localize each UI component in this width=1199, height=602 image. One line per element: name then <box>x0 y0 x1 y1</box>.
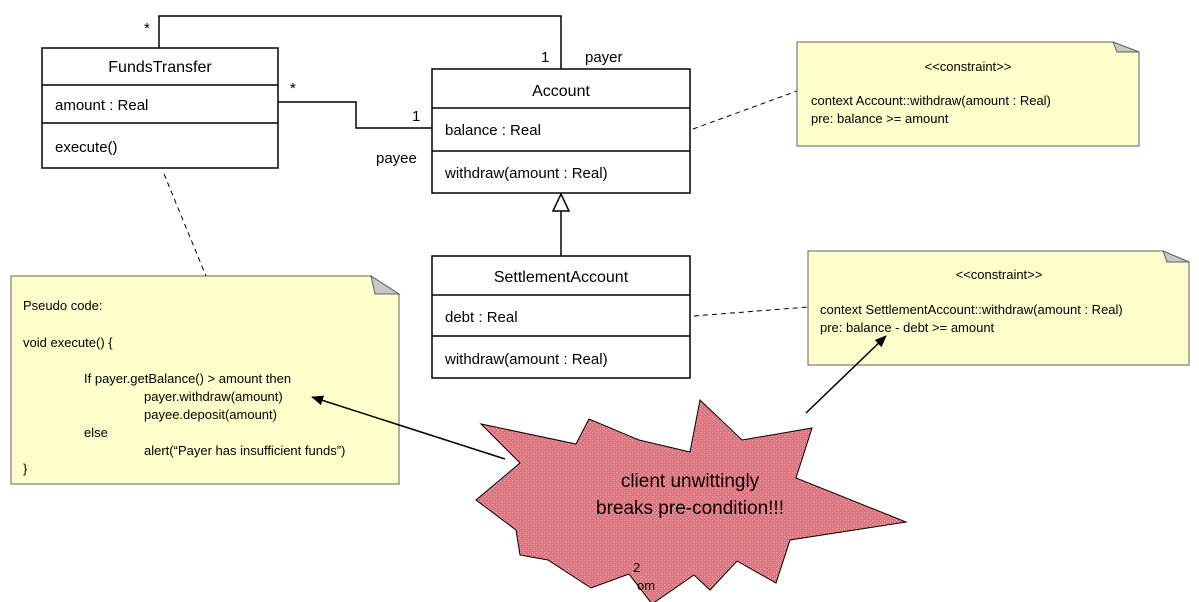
pseudo-code-line: } <box>23 461 28 476</box>
payee-target-multiplicity: 1 <box>412 108 420 125</box>
pseudo-code-line: payer.withdraw(amount) <box>144 389 283 404</box>
note-line: context Account::withdraw(amount : Real) <box>811 93 1051 108</box>
callout-text-line: breaks pre-condition!!! <box>596 498 784 519</box>
class-name: FundsTransfer <box>108 59 212 76</box>
class-attribute: balance : Real <box>445 122 541 139</box>
association-payee: * 1 payee <box>278 80 432 167</box>
arrow-to-pseudo-code <box>311 395 506 460</box>
payer-source-multiplicity: * <box>144 20 150 37</box>
class-name: Account <box>532 83 590 100</box>
class-funds-transfer[interactable]: FundsTransfer amount : Real execute() <box>41 47 279 169</box>
note-line: pre: balance >= amount <box>811 111 949 126</box>
pseudo-code-line: Pseudo code: <box>23 298 103 313</box>
payee-source-multiplicity: * <box>290 80 296 97</box>
class-attribute: debt : Real <box>445 309 518 326</box>
pseudo-code-line: alert(“Payer has insufficient funds”) <box>144 443 345 458</box>
note-account-constraint[interactable]: <<constraint>> context Account::withdraw… <box>796 41 1140 147</box>
class-operation: execute() <box>55 139 118 156</box>
class-settlement-account[interactable]: SettlementAccount debt : Real withdraw(a… <box>431 255 691 379</box>
watermark-fragment: om <box>637 578 655 593</box>
callout-text-line: client unwittingly <box>621 471 760 492</box>
pseudo-code-line: payee.deposit(amount) <box>144 407 277 422</box>
watermark-fragment: 2 <box>633 560 640 575</box>
note-settlement-constraint[interactable]: <<constraint>> context SettlementAccount… <box>807 250 1190 366</box>
note-connector-settlement <box>693 306 809 317</box>
note-line: context SettlementAccount::withdraw(amou… <box>820 302 1123 317</box>
payer-role-label: payer <box>585 49 623 66</box>
pseudo-code-line: else <box>84 425 108 440</box>
callout-burst: client unwittingly breaks pre-condition!… <box>475 399 908 602</box>
association-payer: * 1 payer <box>144 15 623 69</box>
note-stereotype: <<constraint>> <box>956 267 1043 282</box>
class-operation: withdraw(amount : Real) <box>444 351 608 368</box>
payee-role-label: payee <box>376 150 417 167</box>
note-connector-execute <box>163 173 207 277</box>
arrow-to-settlement-note <box>805 335 887 414</box>
note-pseudo-code[interactable]: Pseudo code: void execute() { If payer.g… <box>10 274 401 485</box>
pseudo-code-line: void execute() { <box>23 335 113 350</box>
payer-target-multiplicity: 1 <box>541 49 549 66</box>
class-operation: withdraw(amount : Real) <box>444 165 608 182</box>
note-connector-account <box>692 90 798 130</box>
class-name: SettlementAccount <box>494 269 629 286</box>
note-line: pre: balance - debt >= amount <box>820 320 995 335</box>
class-attribute: amount : Real <box>55 97 148 114</box>
pseudo-code-line: If payer.getBalance() > amount then <box>84 371 291 386</box>
note-stereotype: <<constraint>> <box>925 59 1012 74</box>
generalization-arrow <box>551 192 571 256</box>
class-account[interactable]: Account balance : Real withdraw(amount :… <box>431 68 691 194</box>
